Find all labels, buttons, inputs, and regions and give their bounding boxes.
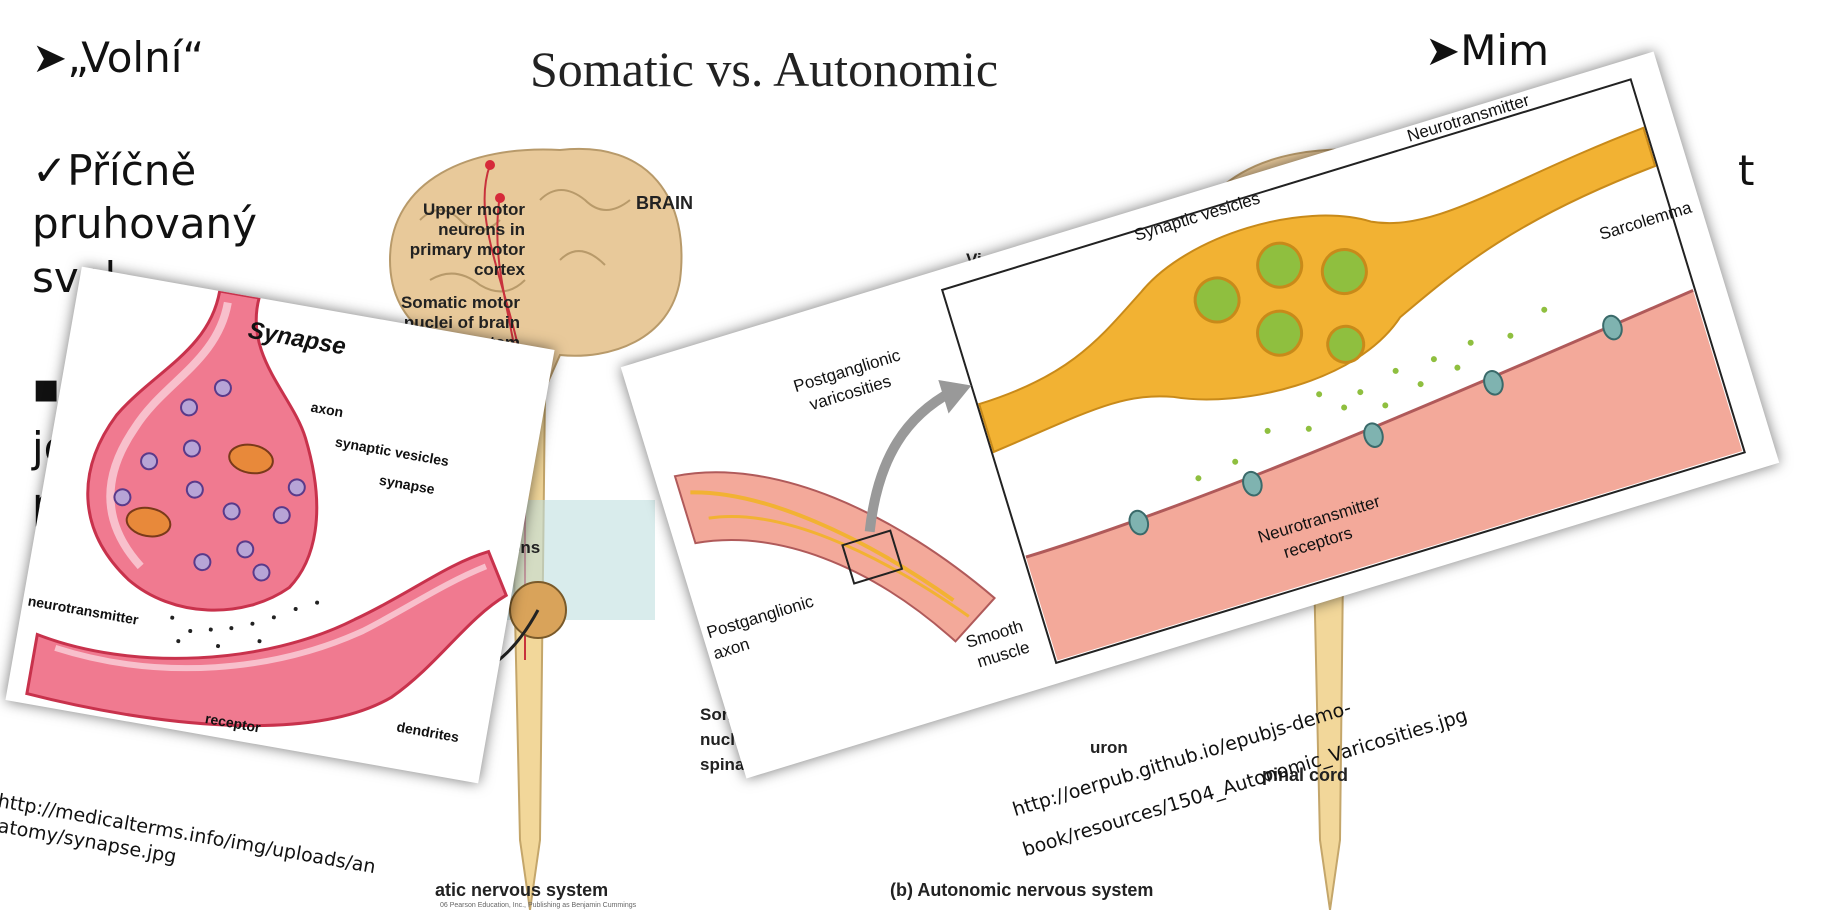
somatic-caption: atic nervous system [435, 880, 608, 901]
copyright-text: 06 Pearson Education, Inc., Publishing a… [440, 902, 636, 909]
bullet-pruhovany: pruhovaný [32, 198, 257, 251]
autonomic-caption: (b) Autonomic nervous system [890, 880, 1153, 901]
spinal-fragment-3: spina [700, 755, 744, 775]
synapse-figure-card: Synapse axon synaptic vesicles synapse n… [5, 267, 554, 784]
slide-title: Somatic vs. Autonomic [530, 40, 998, 98]
upper-motor-label: Upper motor neurons in primary motor cor… [395, 200, 525, 280]
uron-fragment: uron [1090, 738, 1128, 758]
bullet-pricne: ✓Příčně [32, 145, 196, 198]
brain-label: BRAIN [636, 193, 693, 214]
spinal-fragment-2: nucl [700, 730, 735, 750]
bullet-right-mim: ➤Mim [1425, 25, 1549, 78]
bullet-right-fragment-t: t [1738, 145, 1754, 198]
bullet-volni: ➤„Volní“ [32, 32, 204, 85]
